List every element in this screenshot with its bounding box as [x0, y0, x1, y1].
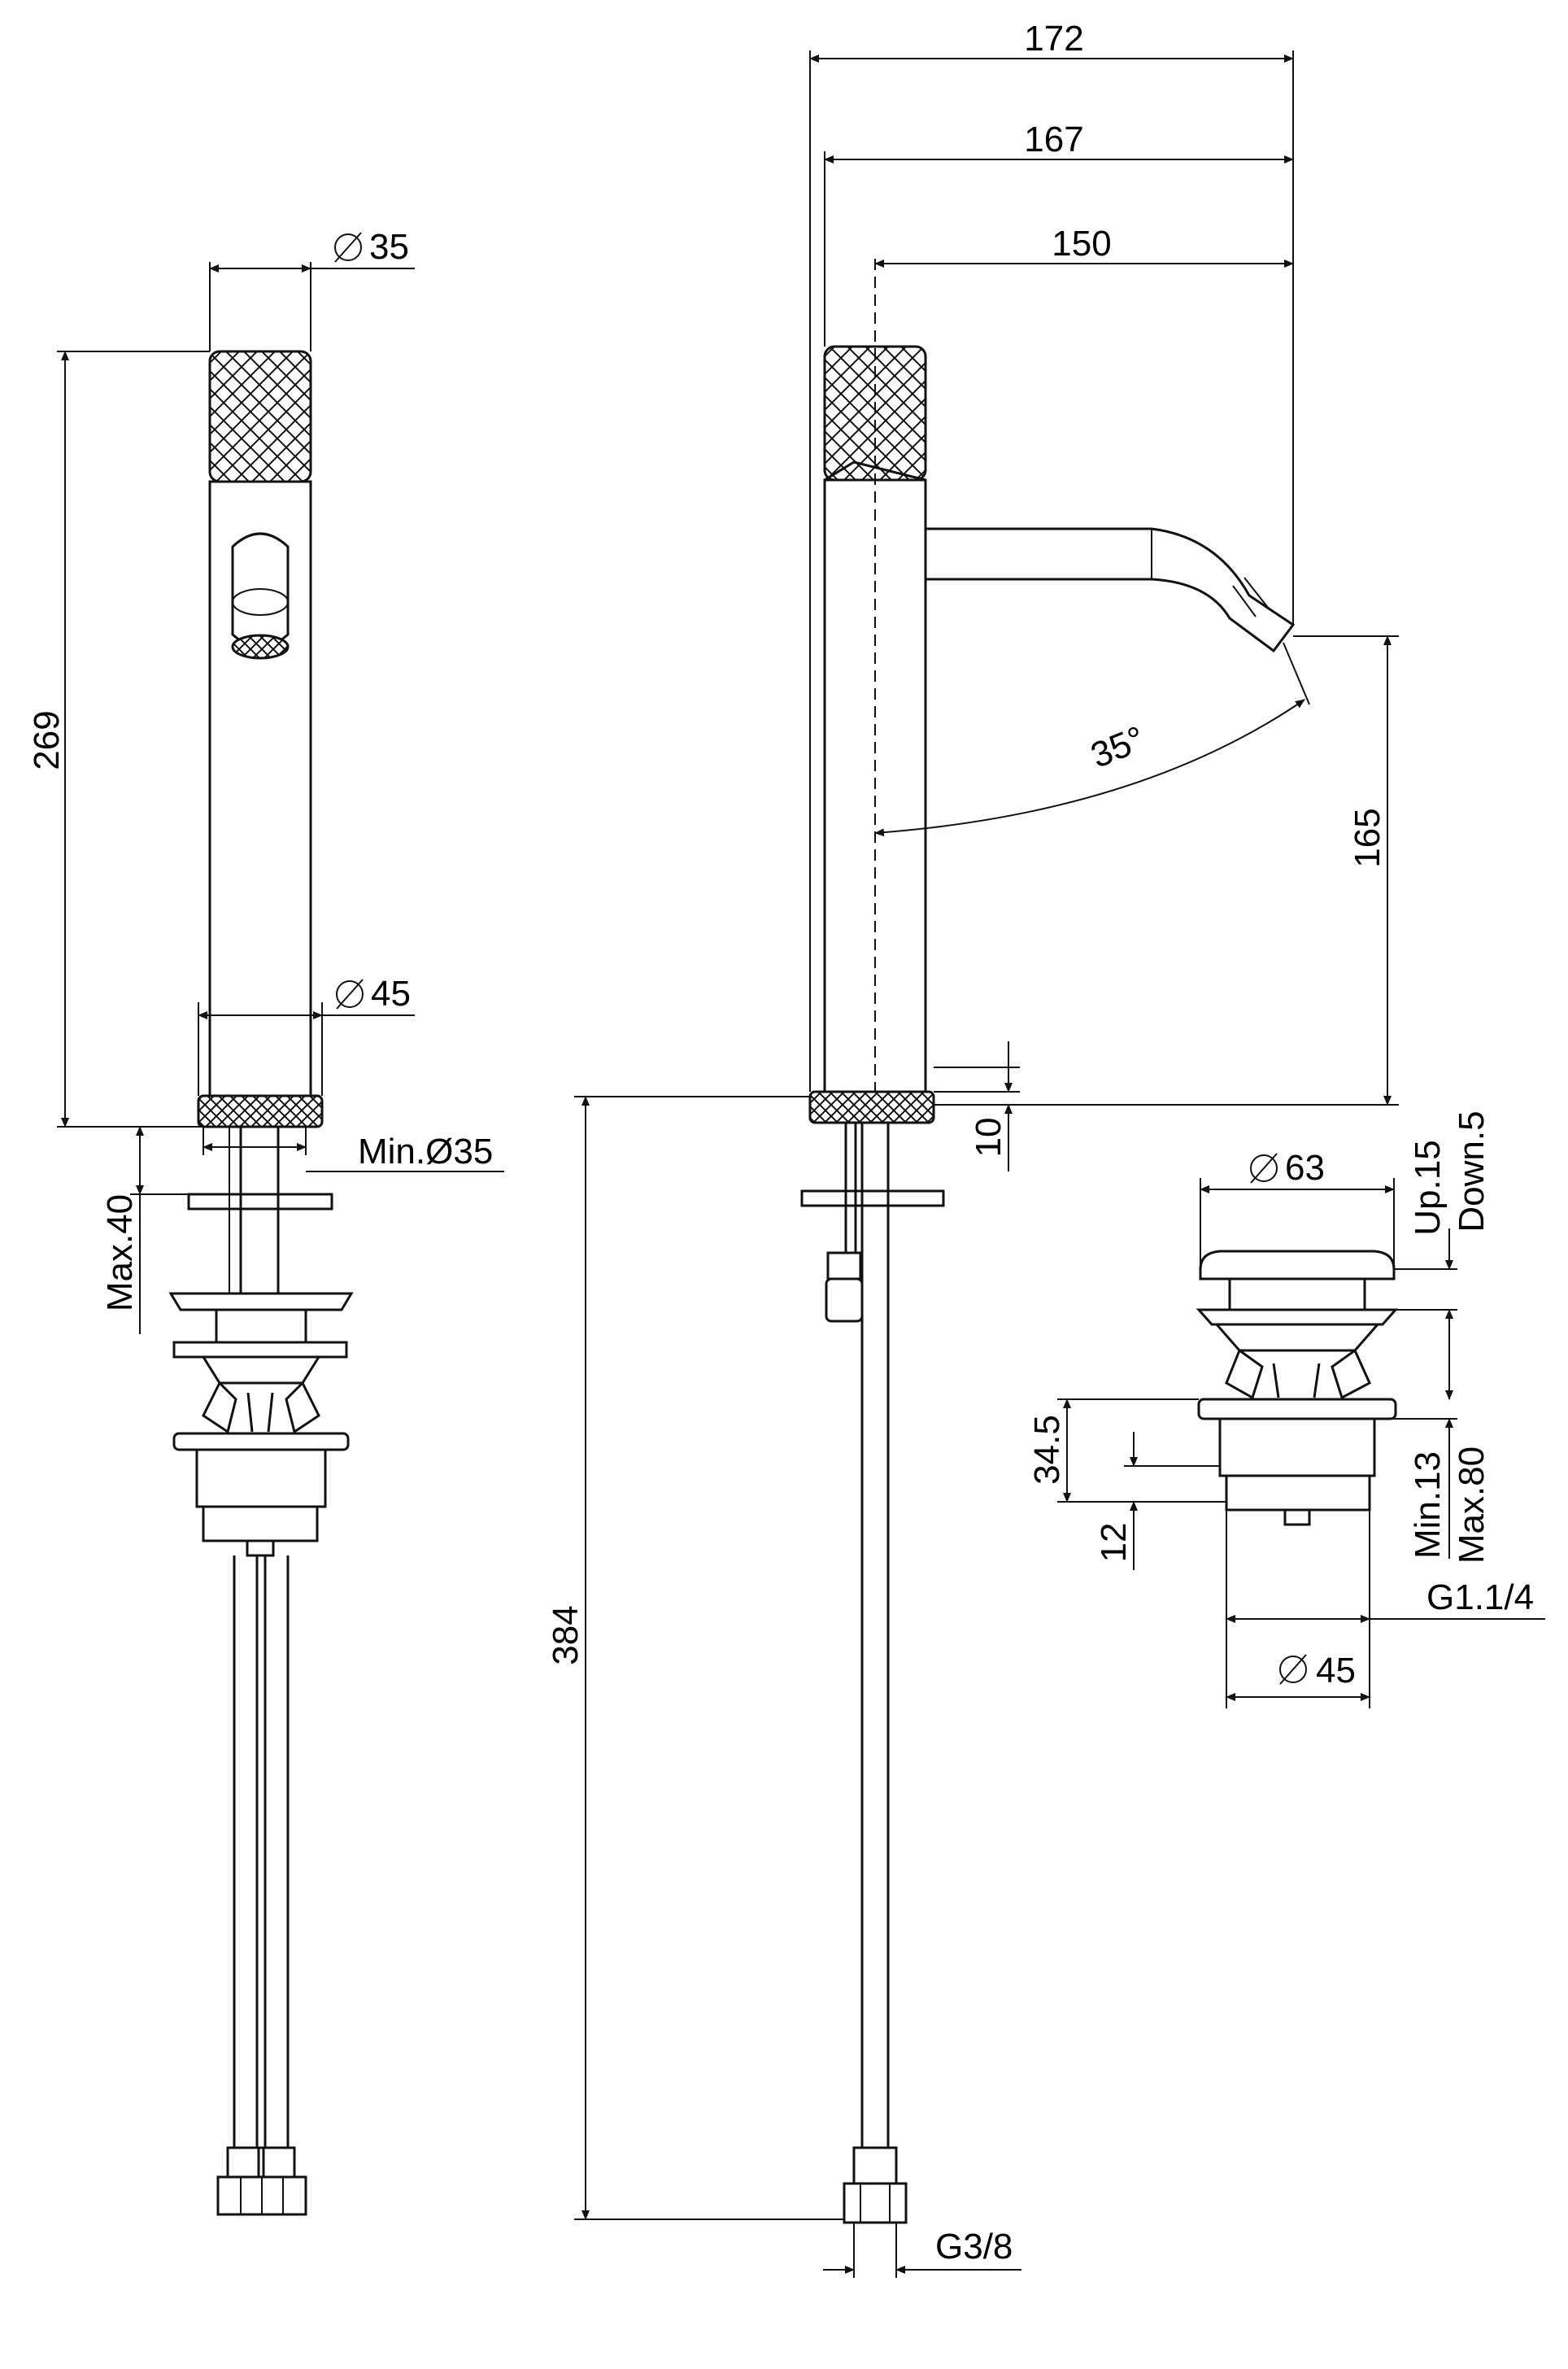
base-ring-side [808, 1090, 935, 1124]
front-view [168, 350, 354, 2216]
dim-34-5: 34.5 [1027, 1415, 1067, 1485]
base-ring-front [197, 1094, 324, 1128]
dim-min-hole: Min.Ø35 [358, 1132, 493, 1171]
waste-cap [1199, 1250, 1396, 1280]
dia-symbol-icon [336, 979, 364, 1010]
dia-symbol-icon [334, 232, 362, 263]
dim-base-10: 10 [969, 1118, 1008, 1158]
dim-max80: Max.80 [1452, 1446, 1492, 1564]
dim-angle: 35° [1086, 718, 1151, 775]
hoses-front [216, 1555, 307, 2216]
dim-hose-384: 384 [546, 1605, 586, 1664]
waste-valve-dimensions: 63 Up.15 Down.5 34.5 12 Min.13 Max.80 G1… [1027, 1110, 1545, 1708]
dim-waste-cap: 63 [1285, 1148, 1325, 1188]
dim-up15: Up.15 [1408, 1140, 1448, 1235]
front-view-dimensions: 35 269 45 Min.Ø35 Max.40 [27, 227, 504, 1334]
spout-side [926, 527, 1296, 653]
dim-max-40: Max.40 [100, 1194, 140, 1311]
spout-outlet-front [231, 532, 290, 660]
side-view [800, 259, 1296, 2224]
dia-symbol-icon [1250, 1153, 1278, 1184]
dim-g38: G3/8 [935, 2227, 1013, 2266]
tap-body-front [208, 480, 312, 1097]
dim-min13: Min.13 [1408, 1451, 1448, 1559]
dim-167: 167 [1024, 120, 1083, 159]
dim-overall-172: 172 [1024, 19, 1083, 59]
dim-top-diameter: 35 [369, 227, 409, 267]
dim-12: 12 [1094, 1523, 1134, 1563]
dim-waste-body: 45 [1316, 1651, 1356, 1691]
handle-knurl-front [208, 350, 312, 483]
dim-spout-height: 165 [1348, 808, 1387, 867]
dim-height-269: 269 [27, 710, 67, 770]
dim-base-diameter: 45 [371, 974, 411, 1014]
dim-g114: G1.1/4 [1426, 1577, 1534, 1617]
dia-symbol-icon [1279, 1654, 1307, 1685]
waste-valve-view [1196, 1250, 1399, 1526]
dim-down5: Down.5 [1452, 1110, 1492, 1232]
dim-spout-150: 150 [1052, 224, 1111, 264]
side-view-dimensions: 172 167 150 35° 165 10 384 G3/8 [546, 19, 1399, 2278]
